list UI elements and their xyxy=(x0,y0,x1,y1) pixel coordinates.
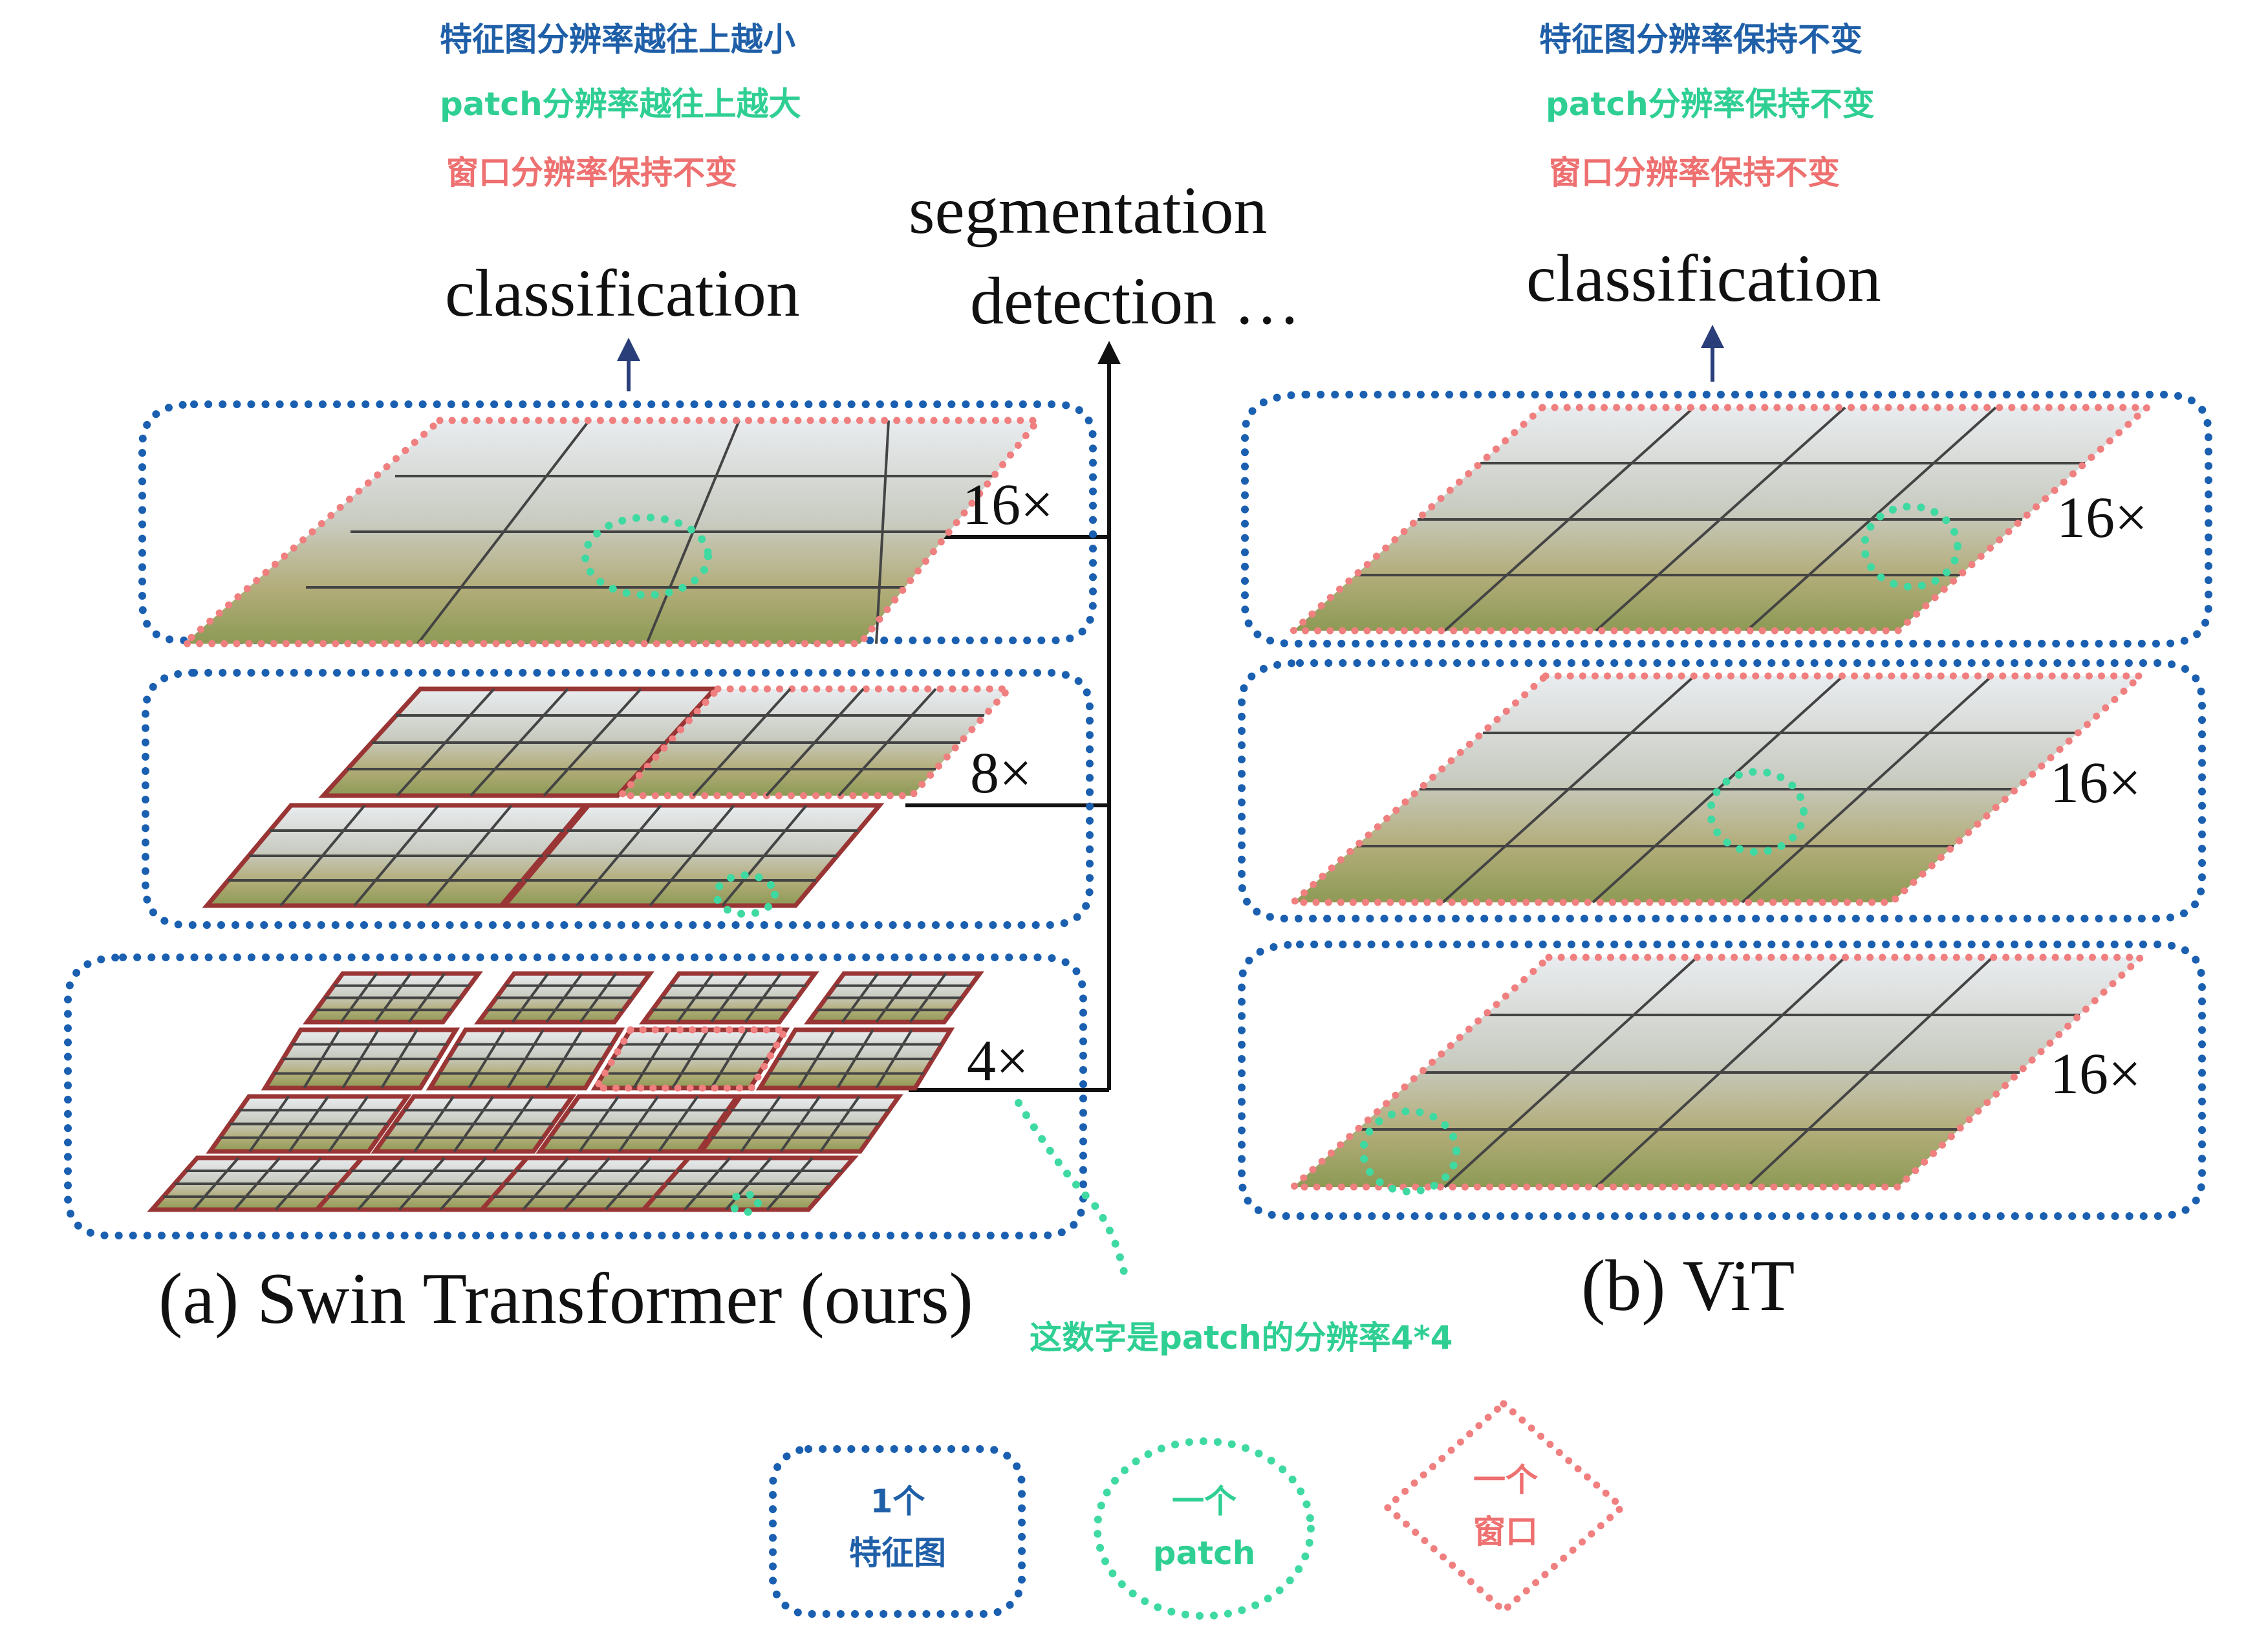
legend-window-label-line2: 窗口 xyxy=(1473,1513,1538,1551)
patch-marker xyxy=(1359,1107,1460,1195)
dense-task-label-segmentation: segmentation xyxy=(909,173,1268,248)
patch-marker xyxy=(1707,768,1808,856)
window-border xyxy=(612,685,1017,800)
vit-stage-bottom: 16× xyxy=(1238,941,2206,1220)
patch-grid-line xyxy=(604,1157,652,1211)
patch-marker xyxy=(728,1190,762,1216)
legend-feature-map-label-line2: 特征图 xyxy=(849,1534,946,1572)
patch-marker xyxy=(713,871,779,918)
legend-window-swatch xyxy=(1381,1399,1628,1616)
patch-grid-line xyxy=(545,1029,583,1089)
vit-annotation-patch-resolution: patch分辨率保持不变 xyxy=(1546,85,1875,123)
patch-grid-line xyxy=(274,1157,322,1211)
legend-patch-swatch xyxy=(1094,1437,1315,1620)
patch-grid-line xyxy=(658,1095,699,1153)
feature-map-border xyxy=(1238,659,2206,922)
legend-feature-map: 1个 特征图 xyxy=(769,1445,1026,1618)
patch-grid-line xyxy=(493,1095,534,1153)
vit-annotation-window-resolution: 窗口分辨率保持不变 xyxy=(1549,154,1840,191)
patch-grid-line xyxy=(328,1095,369,1153)
scale-label-16x: 16× xyxy=(2050,751,2141,815)
feature-map-border xyxy=(1238,941,2206,1220)
swin-stage-16x: 16× xyxy=(138,400,1097,648)
patch-marker xyxy=(1861,503,1961,591)
legend-window: 一个 窗口 xyxy=(1381,1399,1628,1616)
scale-label-16x: 16× xyxy=(2050,1042,2141,1106)
patch-note-connector xyxy=(1015,1099,1129,1281)
patch-grid-line xyxy=(744,972,783,1023)
legend-feature-map-swatch xyxy=(769,1445,1026,1618)
window-border xyxy=(1284,404,2157,635)
scale-label-16x: 16× xyxy=(2057,486,2148,550)
feature-map-grid xyxy=(306,419,993,645)
legend-feature-map-label-line1: 1个 xyxy=(870,1483,925,1520)
legend-window-label-line1: 一个 xyxy=(1473,1461,1538,1499)
window-border xyxy=(590,1026,792,1092)
swin-classification-label: classification xyxy=(445,256,800,331)
patch-grid-line xyxy=(909,972,947,1023)
feature-map-border xyxy=(142,669,1094,929)
patch-note: 这数字是patch的分辨率4*4 xyxy=(1030,1319,1453,1356)
window-border xyxy=(1284,953,2150,1191)
swin-stage-8x: 8× xyxy=(142,669,1094,929)
legend: 1个 特征图 一个 patch 一个 窗口 xyxy=(769,1399,1628,1620)
feature-map-border xyxy=(64,953,1087,1239)
patch-grid-line xyxy=(439,1157,487,1211)
vit-stage-top: 16× xyxy=(1241,391,2212,648)
swin-annotation-feature-resolution: 特征图分辨率越往上越小 xyxy=(440,21,795,58)
patch-marker xyxy=(581,514,712,599)
vit-stage-middle: 16× xyxy=(1238,659,2206,922)
swin-caption: (a) Swin Transformer (ours) xyxy=(158,1259,973,1339)
window-border xyxy=(1284,672,2150,906)
patch-grid-line xyxy=(407,972,446,1023)
window-border xyxy=(175,417,1046,648)
patch-grid-line xyxy=(819,1095,861,1153)
scale-label-8x: 8× xyxy=(970,741,1032,805)
patch-grid-line xyxy=(875,1029,913,1089)
legend-patch-label-line1: 一个 xyxy=(1172,1483,1237,1520)
dense-task-label-detection: detection … xyxy=(970,264,1301,338)
patch-grid-line xyxy=(579,972,618,1023)
vit-annotations: 特征图分辨率保持不变 patch分辨率保持不变 窗口分辨率保持不变 xyxy=(1539,21,1875,191)
swin-annotation-window-resolution: 窗口分辨率保持不变 xyxy=(446,154,737,191)
vit-annotation-feature-resolution: 特征图分辨率保持不变 xyxy=(1539,21,1863,58)
patch-grid-line xyxy=(380,1029,418,1089)
scale-label-4x: 4× xyxy=(967,1029,1029,1093)
patch-grid-line xyxy=(766,1157,814,1211)
scale-label-16x: 16× xyxy=(962,473,1053,537)
legend-patch: 一个 patch xyxy=(1094,1437,1315,1620)
swin-annotation-patch-resolution: patch分辨率越往上越大 xyxy=(440,85,801,123)
vit-caption: (b) ViT xyxy=(1581,1246,1795,1326)
feature-map-border xyxy=(138,400,1097,644)
swin-stage-4x: 4× xyxy=(64,953,1087,1239)
vit-classification-label: classification xyxy=(1526,241,1881,316)
windows xyxy=(147,971,984,1212)
windows xyxy=(202,685,1017,908)
legend-patch-label-line2: patch xyxy=(1153,1534,1256,1572)
swin-annotations: 特征图分辨率越往上越小 patch分辨率越往上越大 窗口分辨率保持不变 xyxy=(440,21,801,191)
patch-grid-line xyxy=(710,1029,748,1089)
